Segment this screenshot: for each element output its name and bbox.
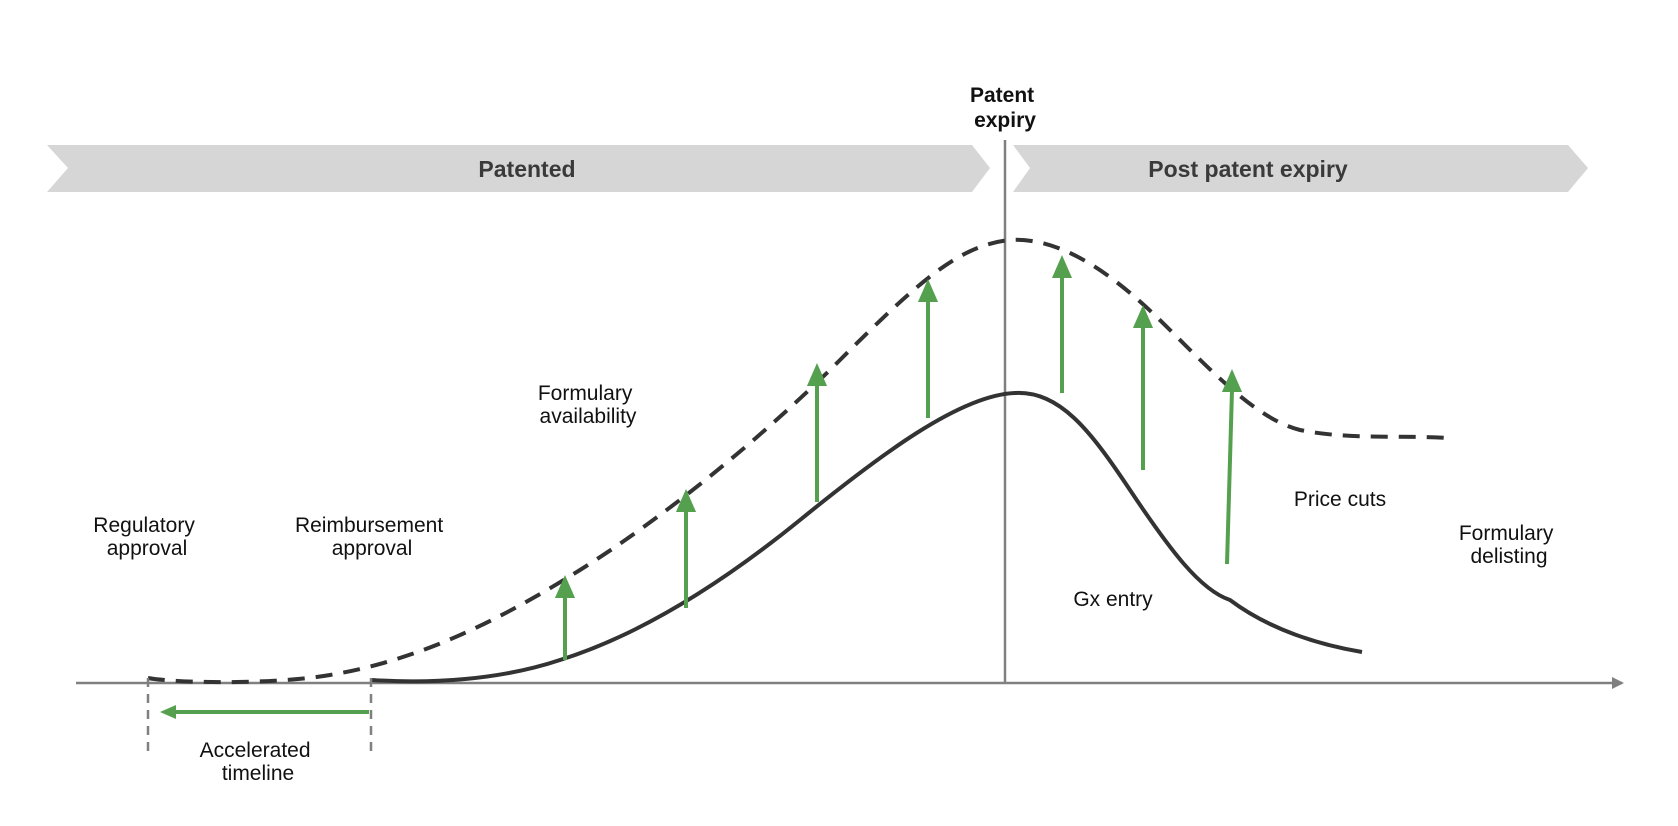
accelerated-timeline-arrow — [160, 705, 369, 719]
uplift-arrow — [806, 363, 828, 502]
patented-banner — [47, 145, 990, 192]
price-cuts-label: Price cuts — [1294, 488, 1386, 511]
uplift-arrow — [554, 575, 576, 660]
post-patent-banner — [1013, 145, 1588, 192]
gx-entry-label: Gx entry — [1073, 588, 1153, 611]
post-patent-label: Post patent expiry — [1148, 156, 1348, 182]
uplift-arrow — [675, 489, 697, 608]
baseline-uptake-curve — [371, 390, 1363, 684]
reimbursement-approval-label: Reimbursement approval — [295, 514, 449, 560]
uplift-arrow — [1221, 369, 1243, 565]
regulatory-approval-label: Regulatory approval — [93, 514, 200, 560]
uplift-arrow — [1051, 255, 1073, 393]
uplift-arrow — [917, 279, 939, 418]
uplift-arrow — [1132, 305, 1154, 470]
accelerated-timeline-label: Accelerated timeline — [200, 739, 317, 785]
uplift-arrows — [554, 255, 1243, 660]
formulary-availability-label: Formulary availability — [538, 382, 638, 428]
formulary-delisting-label: Formulary delisting — [1459, 522, 1559, 568]
patented-label: Patented — [478, 156, 575, 182]
patent-expiry-title: Patent expiry — [970, 84, 1040, 132]
accelerated-uptake-curve — [147, 237, 1449, 685]
